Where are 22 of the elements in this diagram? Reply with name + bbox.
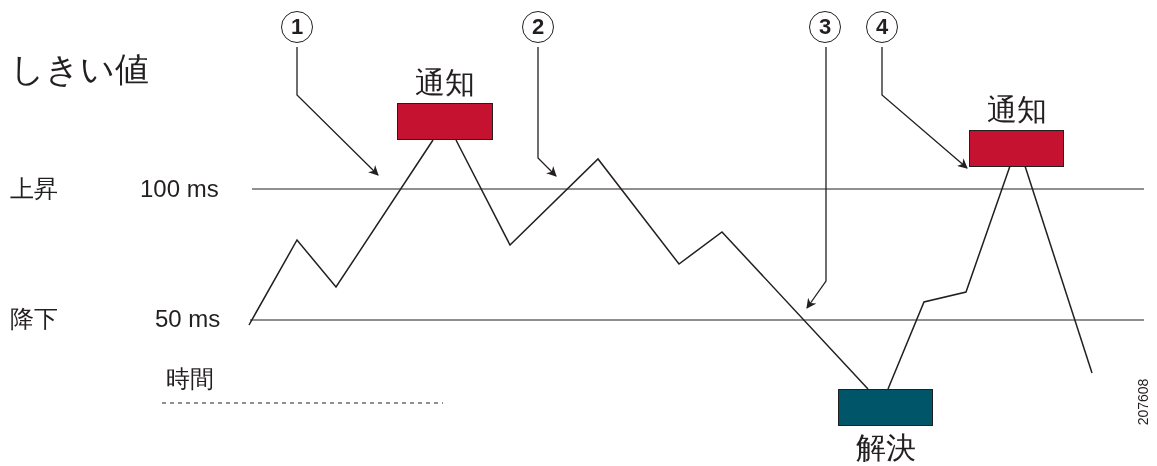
waveform-line xyxy=(1024,165,1093,374)
leader-line xyxy=(881,46,968,169)
callout-number: 2 xyxy=(522,11,554,43)
status-label: 通知 xyxy=(986,95,1047,125)
threshold-value: 50 ms xyxy=(155,307,221,331)
leader-line xyxy=(537,46,557,177)
waveform-line xyxy=(887,165,1011,390)
leader-line xyxy=(806,46,827,309)
waveform-line xyxy=(248,139,434,326)
threshold-label: 上昇 xyxy=(10,177,58,201)
status-label: 解決 xyxy=(855,433,916,463)
axis-title: しきい値 xyxy=(10,52,149,86)
threshold-value: 100 ms xyxy=(140,177,219,201)
callout-number: 3 xyxy=(809,11,841,43)
axis-label: 時間 xyxy=(166,367,214,391)
callout-number: 1 xyxy=(281,11,313,43)
waveform-line xyxy=(455,139,869,390)
status-label: 通知 xyxy=(415,68,475,98)
threshold-label: 降下 xyxy=(10,307,58,331)
leader-line xyxy=(296,46,379,176)
callout-number: 4 xyxy=(866,11,898,43)
figure-number: 207608 xyxy=(1136,378,1151,426)
